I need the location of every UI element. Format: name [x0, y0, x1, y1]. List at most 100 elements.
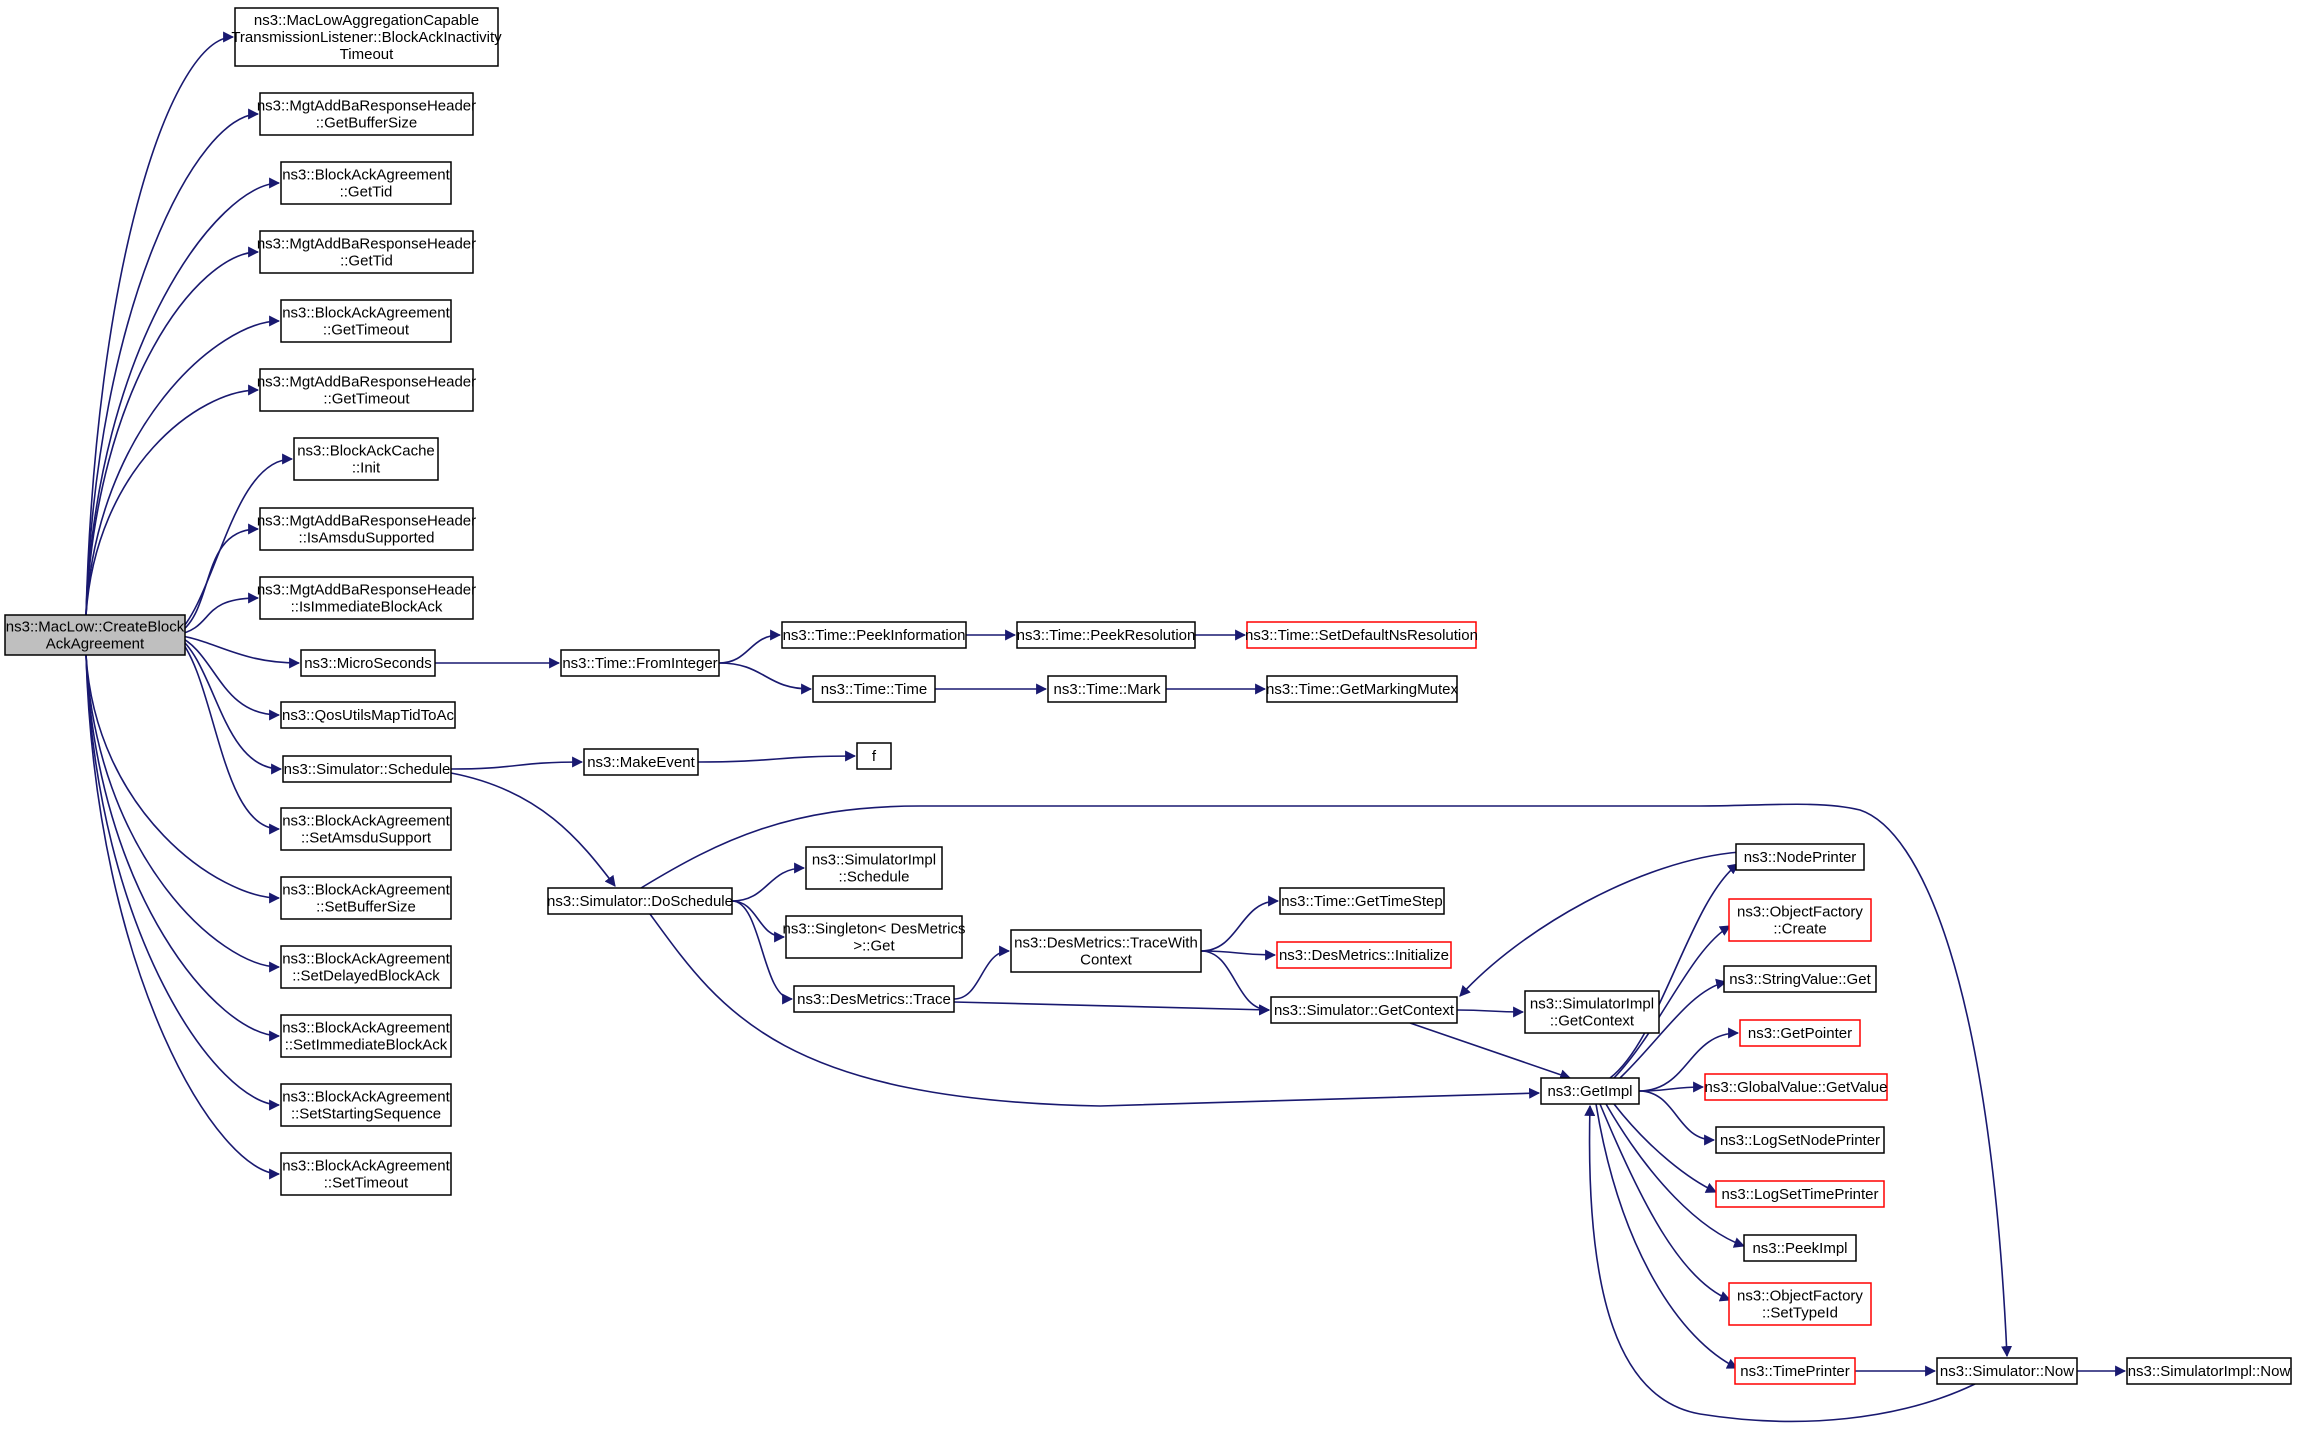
node-box[interactable] [1246, 621, 1477, 649]
node-box[interactable] [1723, 965, 1877, 993]
node-n-mgt-isamsdu[interactable]: ns3::MgtAddBaResponseHeader::IsAmsduSupp… [257, 507, 476, 551]
node-n-mgt-gettid[interactable]: ns3::MgtAddBaResponseHeader::GetTid [257, 230, 476, 274]
node-box[interactable] [1715, 1126, 1885, 1154]
node-n-objfactory-create[interactable]: ns3::ObjectFactory::Create [1728, 898, 1872, 942]
node-n-microseconds[interactable]: ns3::MicroSeconds [300, 649, 436, 677]
node-n-time-peekinformation[interactable]: ns3::Time::PeekInformation [781, 621, 967, 649]
node-box[interactable] [280, 1152, 452, 1196]
node-n-baa-gettid[interactable]: ns3::BlockAckAgreement::GetTid [280, 161, 452, 205]
node-box[interactable] [1728, 898, 1872, 942]
node-box[interactable] [280, 299, 452, 343]
node-n-timeprinter[interactable]: ns3::TimePrinter [1734, 1357, 1856, 1385]
node-box[interactable] [259, 230, 474, 274]
node-box[interactable] [280, 1083, 452, 1127]
node-n-peekimpl[interactable]: ns3::PeekImpl [1743, 1234, 1857, 1262]
node-n-simimpl-getcontext[interactable]: ns3::SimulatorImpl::GetContext [1524, 990, 1660, 1034]
node-box[interactable] [1739, 1019, 1861, 1047]
node-n-baa-setimmediate[interactable]: ns3::BlockAckAgreement::SetImmediateBloc… [280, 1014, 452, 1058]
node-box[interactable] [1270, 996, 1458, 1024]
node-box[interactable] [259, 92, 474, 136]
node-box[interactable] [1016, 621, 1196, 649]
node-box[interactable] [2126, 1357, 2292, 1385]
node-n-stringvalue-get[interactable]: ns3::StringValue::Get [1723, 965, 1877, 993]
node-box[interactable] [1279, 887, 1445, 915]
node-box[interactable] [785, 915, 963, 959]
node-box[interactable] [1276, 941, 1452, 969]
node-n-sim-now[interactable]: ns3::Simulator::Now [1936, 1357, 2078, 1385]
node-n-baa-setstarting[interactable]: ns3::BlockAckAgreement::SetStartingSeque… [280, 1083, 452, 1127]
node-box[interactable] [280, 876, 452, 920]
node-n-time-gettimestep[interactable]: ns3::Time::GetTimeStep [1279, 887, 1445, 915]
node-n-time-mark[interactable]: ns3::Time::Mark [1047, 675, 1167, 703]
node-n-mgt-getbuffersize[interactable]: ns3::MgtAddBaResponseHeader::GetBufferSi… [257, 92, 476, 136]
node-box[interactable] [259, 368, 474, 412]
node-n-simimpl-now[interactable]: ns3::SimulatorImpl::Now [2126, 1357, 2292, 1385]
node-box[interactable] [259, 507, 474, 551]
node-box[interactable] [1047, 675, 1167, 703]
node-n-singleton-get[interactable]: ns3::Singleton< DesMetrics>::Get [782, 915, 966, 959]
node-box[interactable] [280, 945, 452, 989]
node-n-sim-schedule[interactable]: ns3::Simulator::Schedule [282, 755, 452, 783]
node-box[interactable] [1266, 675, 1458, 703]
node-box[interactable] [280, 807, 452, 851]
node-n-sim-doschedule[interactable]: ns3::Simulator::DoSchedule [547, 887, 733, 915]
node-box[interactable] [781, 621, 967, 649]
node-n-baa-setamsdu[interactable]: ns3::BlockAckAgreement::SetAmsduSupport [280, 807, 452, 851]
node-n-globalvalue-getvalue[interactable]: ns3::GlobalValue::GetValue [1704, 1073, 1888, 1101]
node-n-f[interactable]: f [856, 742, 892, 770]
node-n-makeevent[interactable]: ns3::MakeEvent [583, 748, 699, 776]
node-box[interactable] [793, 985, 955, 1013]
node-n-mgt-gettimeout[interactable]: ns3::MgtAddBaResponseHeader::GetTimeout [257, 368, 476, 412]
node-n-time-frominteger[interactable]: ns3::Time::FromInteger [560, 649, 720, 677]
node-n-baa-gettimeout[interactable]: ns3::BlockAckAgreement::GetTimeout [280, 299, 452, 343]
node-box[interactable] [1743, 1234, 1857, 1262]
node-box[interactable] [805, 846, 943, 890]
node-n-time-setdefaultns[interactable]: ns3::Time::SetDefaultNsResolution [1245, 621, 1478, 649]
node-box[interactable] [583, 748, 699, 776]
node-n-simimpl-schedule[interactable]: ns3::SimulatorImpl::Schedule [805, 846, 943, 890]
node-n-getpointer[interactable]: ns3::GetPointer [1739, 1019, 1861, 1047]
node-box[interactable] [1734, 1357, 1856, 1385]
node-box[interactable] [1728, 1282, 1872, 1326]
node-n-getimpl[interactable]: ns3::GetImpl [1540, 1077, 1640, 1105]
node-n-baa-setdelayed[interactable]: ns3::BlockAckAgreement::SetDelayedBlockA… [280, 945, 452, 989]
node-n-baa-settimeout[interactable]: ns3::BlockAckAgreement::SetTimeout [280, 1152, 452, 1196]
node-box[interactable] [280, 701, 456, 729]
node-box[interactable] [4, 614, 186, 656]
node-box[interactable] [280, 161, 452, 205]
node-box[interactable] [1735, 843, 1865, 871]
node-box[interactable] [1010, 929, 1202, 973]
node-n-time-time[interactable]: ns3::Time::Time [812, 675, 936, 703]
node-n-nodeprinter[interactable]: ns3::NodePrinter [1735, 843, 1865, 871]
node-box[interactable] [1704, 1073, 1888, 1101]
node-n-qosutils[interactable]: ns3::QosUtilsMapTidToAc [280, 701, 456, 729]
node-n-time-getmarkingmutex[interactable]: ns3::Time::GetMarkingMutex [1266, 675, 1459, 703]
node-box[interactable] [293, 437, 439, 481]
node-box[interactable] [282, 755, 452, 783]
node-n-bac-init[interactable]: ns3::BlockAckCache::Init [293, 437, 439, 481]
node-box[interactable] [1936, 1357, 2078, 1385]
node-box[interactable] [234, 7, 499, 67]
node-n-sim-getcontext[interactable]: ns3::Simulator::GetContext [1270, 996, 1458, 1024]
node-box[interactable] [560, 649, 720, 677]
node-box[interactable] [1540, 1077, 1640, 1105]
node-n-logsetnodeprinter[interactable]: ns3::LogSetNodePrinter [1715, 1126, 1885, 1154]
node-n-time-peekresolution[interactable]: ns3::Time::PeekResolution [1016, 621, 1196, 649]
node-box[interactable] [280, 1014, 452, 1058]
node-box[interactable] [856, 742, 892, 770]
node-box[interactable] [259, 576, 474, 620]
node-box[interactable] [300, 649, 436, 677]
node-n-objfactory-settypeid[interactable]: ns3::ObjectFactory::SetTypeId [1728, 1282, 1872, 1326]
node-n-mgt-isimmediate[interactable]: ns3::MgtAddBaResponseHeader::IsImmediate… [257, 576, 476, 620]
node-n-baa-setbuffersize[interactable]: ns3::BlockAckAgreement::SetBufferSize [280, 876, 452, 920]
node-box[interactable] [1715, 1180, 1885, 1208]
node-n-desmetrics-trace[interactable]: ns3::DesMetrics::Trace [793, 985, 955, 1013]
node-box[interactable] [812, 675, 936, 703]
node-n-timeout-listener[interactable]: ns3::MacLowAggregationCapableTransmissio… [231, 7, 502, 67]
node-n-logsettimeprinter[interactable]: ns3::LogSetTimePrinter [1715, 1180, 1885, 1208]
node-box[interactable] [547, 887, 733, 915]
node-box[interactable] [1524, 990, 1660, 1034]
node-n-desmetrics-initialize[interactable]: ns3::DesMetrics::Initialize [1276, 941, 1452, 969]
